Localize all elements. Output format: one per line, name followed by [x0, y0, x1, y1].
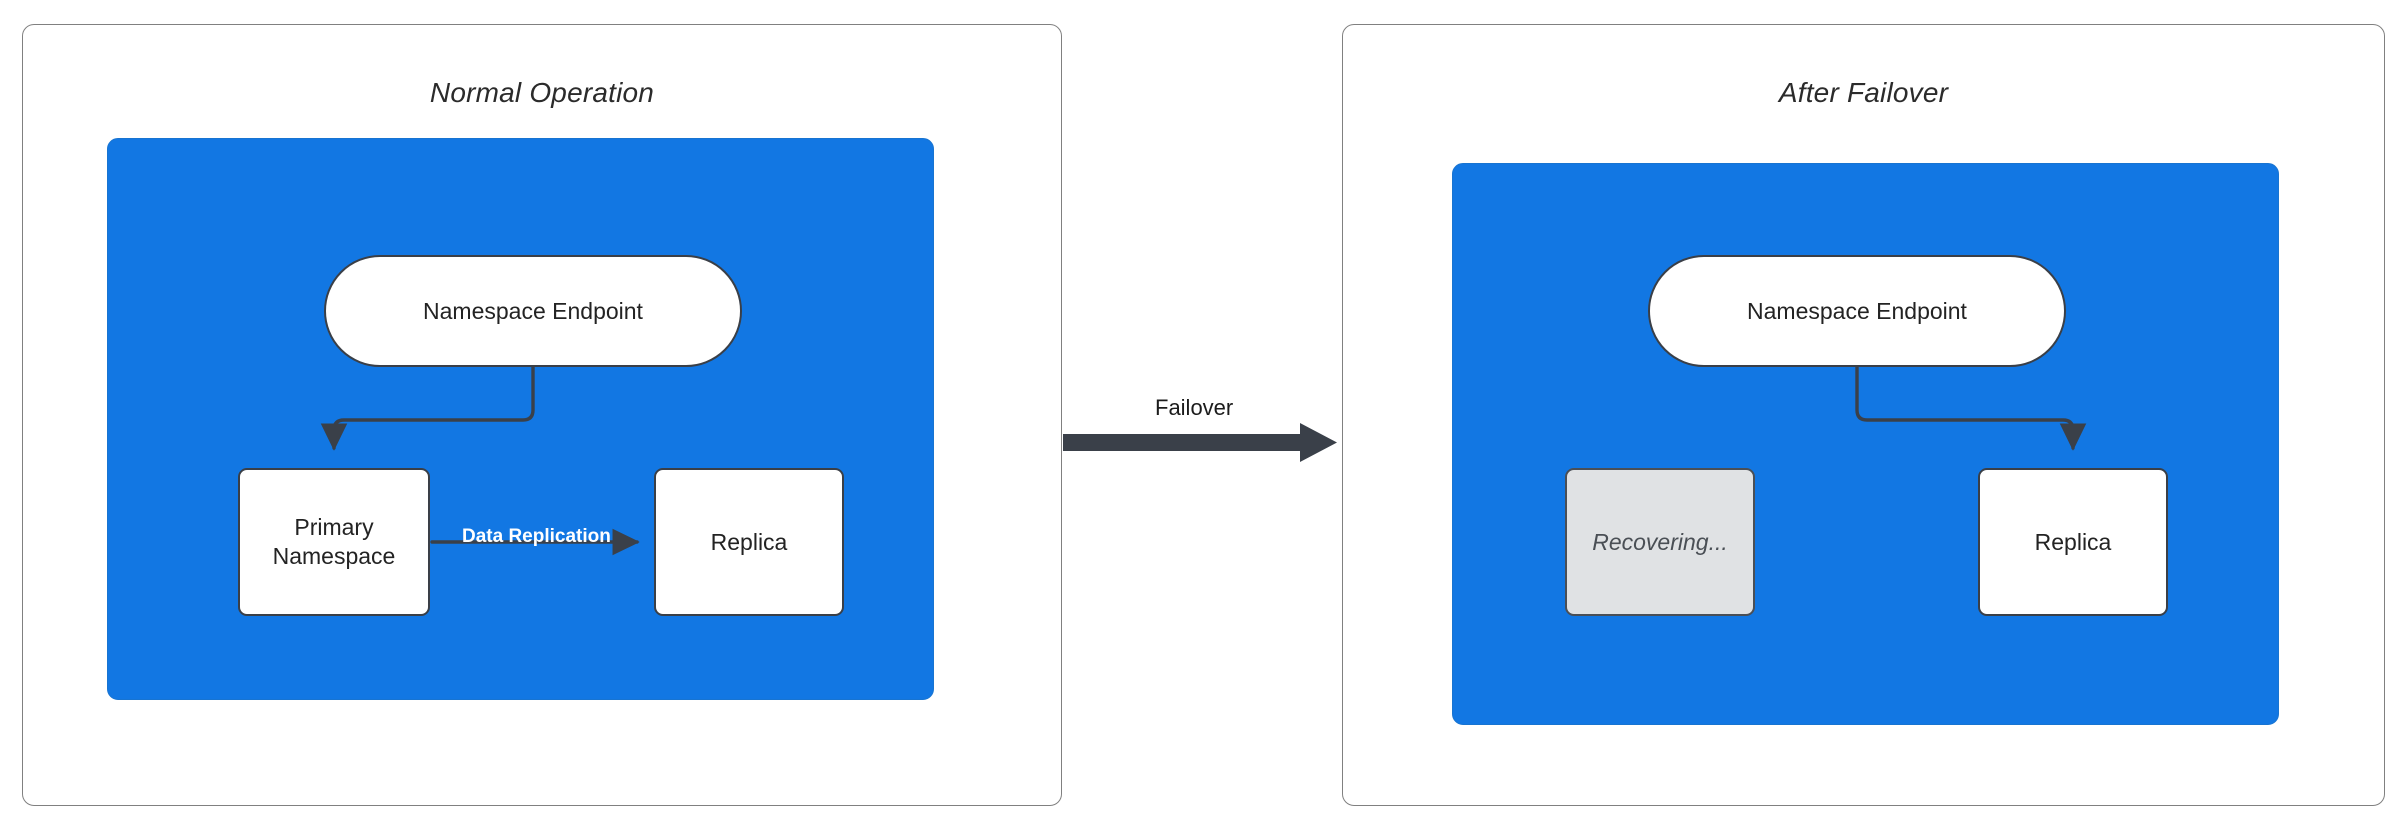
group-container-after-failover	[1452, 163, 2279, 725]
node-primary-namespace[interactable]: Primary Namespace	[238, 468, 430, 616]
node-label: Primary Namespace	[273, 513, 396, 571]
node-label-line2: Namespace	[272, 543, 396, 569]
transition-label-failover: Failover	[1155, 395, 1234, 420]
failover-arrow	[1063, 423, 1337, 462]
node-replica-right[interactable]: Replica	[1978, 468, 2168, 616]
node-label: Namespace Endpoint	[423, 297, 643, 324]
node-label: Replica	[2034, 528, 2112, 555]
edge-label-data-replication: Data Replication	[462, 526, 611, 547]
node-replica-left[interactable]: Replica	[654, 468, 844, 616]
node-label: Namespace Endpoint	[1747, 297, 1967, 324]
node-label: Recovering...	[1592, 528, 1728, 555]
node-namespace-endpoint-left[interactable]: Namespace Endpoint	[324, 255, 742, 367]
node-namespace-endpoint-right[interactable]: Namespace Endpoint	[1648, 255, 2066, 367]
node-label-line1: Primary	[294, 514, 374, 541]
node-label: Replica	[710, 528, 788, 555]
panel-after-failover: After Failover	[1342, 24, 2385, 806]
node-recovering[interactable]: Recovering...	[1565, 468, 1755, 616]
panel-title-after-failover: After Failover	[1778, 77, 1949, 108]
panel-title-normal-operation: Normal Operation	[429, 77, 655, 108]
